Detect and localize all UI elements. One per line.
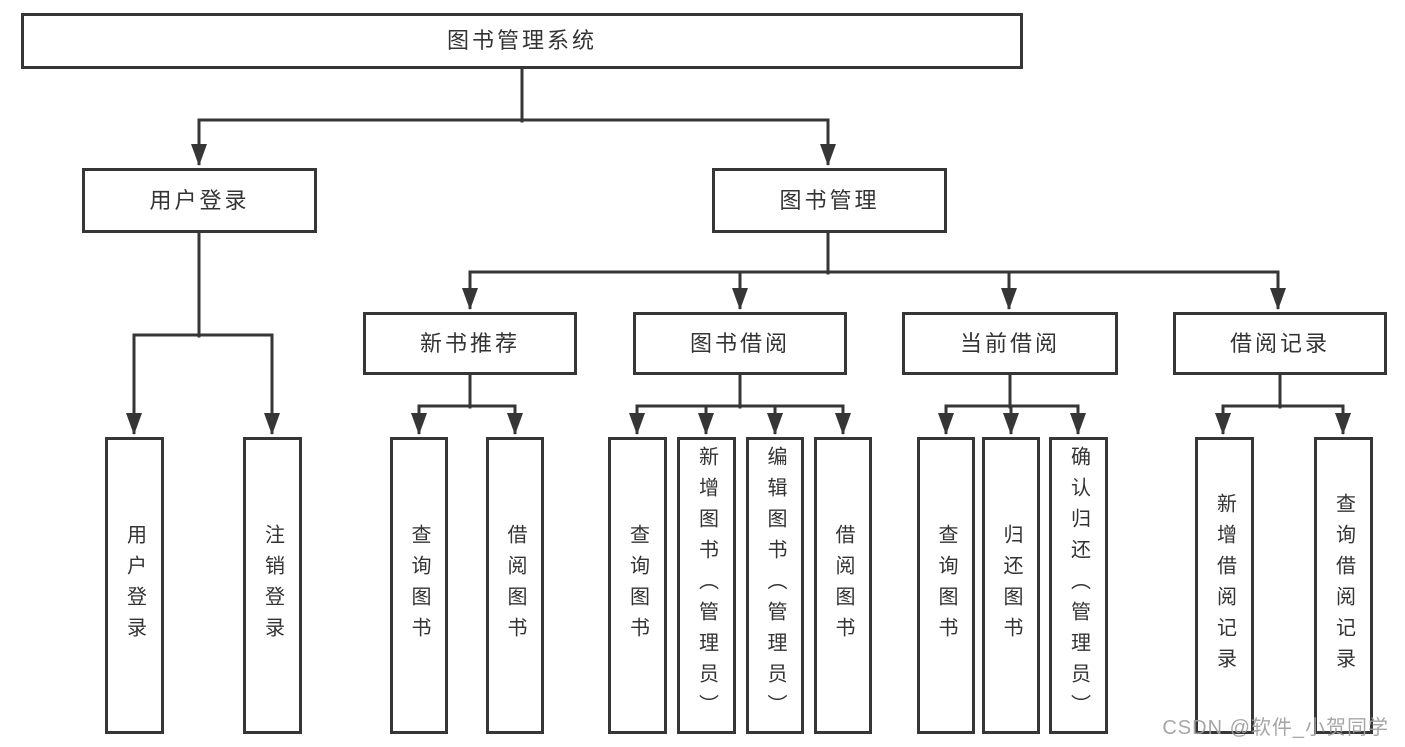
leaf-logout: 注销登录 — [243, 437, 302, 734]
node-label: 新增借阅记录 — [1213, 492, 1236, 679]
leaf-borrow-edit-books-admin: 编辑图书（管理员） — [746, 437, 804, 734]
leaf-current-return-books: 归还图书 — [982, 437, 1040, 734]
leaf-borrow-borrow-books: 借阅图书 — [814, 437, 872, 734]
node-label: 新增图书（管理员） — [695, 446, 718, 725]
node-current-borrow: 当前借阅 — [902, 312, 1118, 375]
node-label: 归还图书 — [1000, 523, 1022, 648]
leaf-current-query-books: 查询图书 — [917, 437, 975, 734]
node-label: 查询图书 — [408, 523, 430, 648]
node-book-management: 图书管理 — [712, 168, 947, 233]
node-label: 查询图书 — [935, 523, 957, 648]
node-label: 用户登录 — [149, 187, 250, 213]
node-label: 借阅图书 — [832, 523, 854, 648]
node-book-borrow: 图书借阅 — [633, 312, 847, 375]
node-label: 图书管理 — [779, 187, 880, 213]
leaf-current-confirm-return-admin: 确认归还（管理员） — [1049, 437, 1108, 734]
node-label: 确认归还（管理员） — [1067, 446, 1090, 725]
leaf-recommend-query-books: 查询图书 — [390, 437, 448, 734]
leaf-user-login: 用户登录 — [105, 437, 164, 734]
node-label: 图书借阅 — [689, 330, 790, 356]
node-label: 用户登录 — [123, 523, 146, 648]
node-label: 新书推荐 — [419, 330, 520, 356]
leaf-records-add-record: 新增借阅记录 — [1195, 437, 1254, 734]
node-label: 借阅记录 — [1229, 330, 1330, 356]
node-label: 查询借阅记录 — [1332, 492, 1355, 679]
node-label: 当前借阅 — [959, 330, 1060, 356]
leaf-borrow-query-books: 查询图书 — [608, 437, 667, 734]
node-borrow-records: 借阅记录 — [1173, 312, 1387, 375]
node-label: 编辑图书（管理员） — [764, 446, 786, 725]
connector-skeleton — [132, 67, 1345, 409]
node-label: 查询图书 — [626, 523, 649, 648]
leaf-records-query-record: 查询借阅记录 — [1314, 437, 1373, 734]
node-new-book-recommend: 新书推荐 — [363, 312, 577, 375]
node-root: 图书管理系统 — [21, 13, 1023, 69]
node-label: 注销登录 — [261, 523, 284, 648]
leaf-borrow-add-books-admin: 新增图书（管理员） — [677, 437, 736, 734]
leaf-recommend-borrow-books: 借阅图书 — [486, 437, 544, 734]
watermark: CSDN @软件_小贺同学 — [1162, 717, 1389, 739]
node-label: 图书管理系统 — [446, 28, 597, 53]
node-user-login: 用户登录 — [82, 168, 317, 233]
node-label: 借阅图书 — [504, 523, 526, 648]
